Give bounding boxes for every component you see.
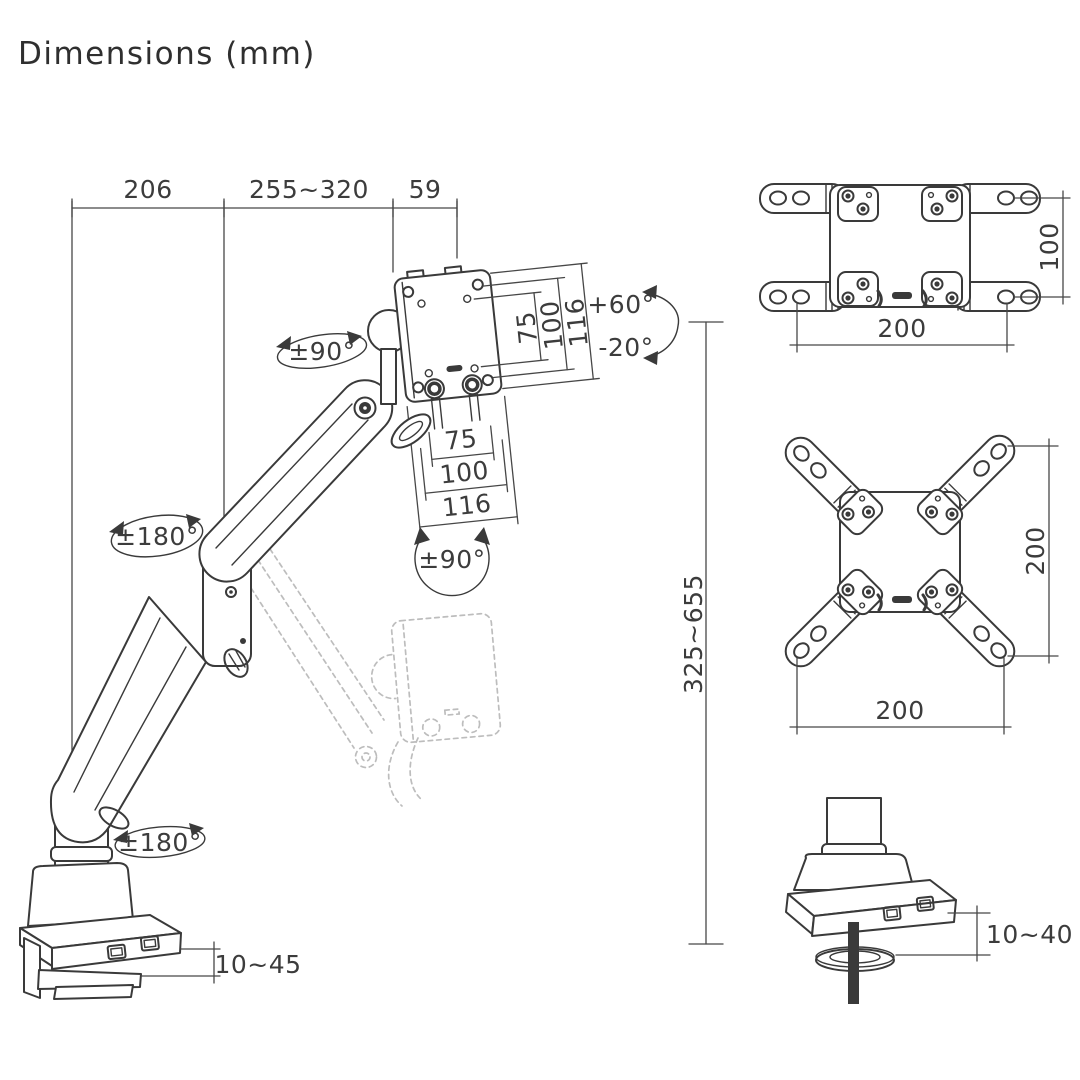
- dim-label-vesa-v-inner: 75: [511, 310, 543, 346]
- dim-label-vesa-h-outer: 116: [441, 488, 493, 522]
- dim-label-grommet-thickness: 10~40: [986, 920, 1073, 949]
- desk-clamp: [23, 937, 142, 1000]
- swivel-rotation-annotation: ±90°: [414, 527, 490, 597]
- x-adapter-dimensions: 200 200: [789, 438, 1059, 735]
- grommet-rod: [848, 922, 859, 1004]
- vesa-horizontal-dimensions: 75 100 116: [406, 395, 519, 535]
- grommet-usb-ports: [882, 895, 935, 922]
- head-rotation-annotation: ±90°: [276, 331, 368, 370]
- elbow-rotation-annotation: ±180°: [109, 514, 204, 558]
- page-title: Dimensions (mm): [18, 36, 316, 72]
- x-adapter-corner-brackets: [836, 488, 964, 616]
- tilt-annotation: +60° -20°: [587, 285, 680, 365]
- dim-label-vesa-v-outer: 116: [560, 296, 594, 348]
- x-vesa-adapter-view: 200 200: [784, 434, 1059, 735]
- adapter-corner-brackets: [837, 186, 963, 307]
- vesa-vertical-dimensions: 75 100 116: [473, 262, 600, 390]
- clamp-thickness-dimension: 10~45: [141, 941, 301, 984]
- top-width-dimensions: 206 255~320 59: [71, 175, 458, 867]
- rotation-label-base: ±180°: [118, 828, 202, 857]
- usb-ports: [106, 935, 160, 961]
- wide-vesa-adapter-view: 100 200: [759, 183, 1071, 353]
- dim-label-vesa-v-mid: 100: [535, 299, 569, 351]
- dim-label-reach: 255~320: [249, 175, 369, 204]
- dim-label-wide-height: 100: [1035, 222, 1064, 271]
- rotation-label-elbow: ±180°: [115, 522, 199, 551]
- base-rotation-annotation: ±180°: [113, 823, 206, 859]
- dim-label-height-range: 325~655: [679, 574, 708, 694]
- dim-label-wide-width: 200: [877, 314, 926, 343]
- dim-label-clamp-thickness: 10~45: [214, 950, 301, 979]
- dim-label-x-height: 200: [1021, 526, 1050, 575]
- tilt-label-up: +60°: [587, 290, 654, 319]
- tilt-label-down: -20°: [598, 333, 653, 362]
- rotation-label-head: ±90°: [288, 337, 355, 366]
- grommet-mount-view: 10~40: [785, 797, 1073, 1004]
- dim-label-x-width: 200: [875, 696, 924, 725]
- upper-arm: [198, 379, 394, 583]
- vesa-plate: 75 100 116 75 100 116: [393, 262, 600, 535]
- dim-label-vesa-h-mid: 100: [438, 456, 490, 490]
- dim-label-head: 59: [409, 175, 442, 204]
- monitor-plate-head: 75 100 116 75 100 116: [367, 262, 600, 535]
- mount-base: [19, 596, 207, 1000]
- grommet-dimension: 10~40: [895, 905, 1073, 962]
- dim-label-vesa-h-inner: 75: [443, 424, 479, 456]
- ghost-arm-position: [231, 518, 502, 807]
- dim-label-rear: 206: [123, 175, 172, 204]
- height-range-dimension: 325~655: [679, 321, 724, 945]
- wide-adapter-dimensions: 100 200: [789, 190, 1071, 353]
- lower-arm: [49, 596, 207, 844]
- rotation-label-swivel: ±90°: [418, 545, 485, 574]
